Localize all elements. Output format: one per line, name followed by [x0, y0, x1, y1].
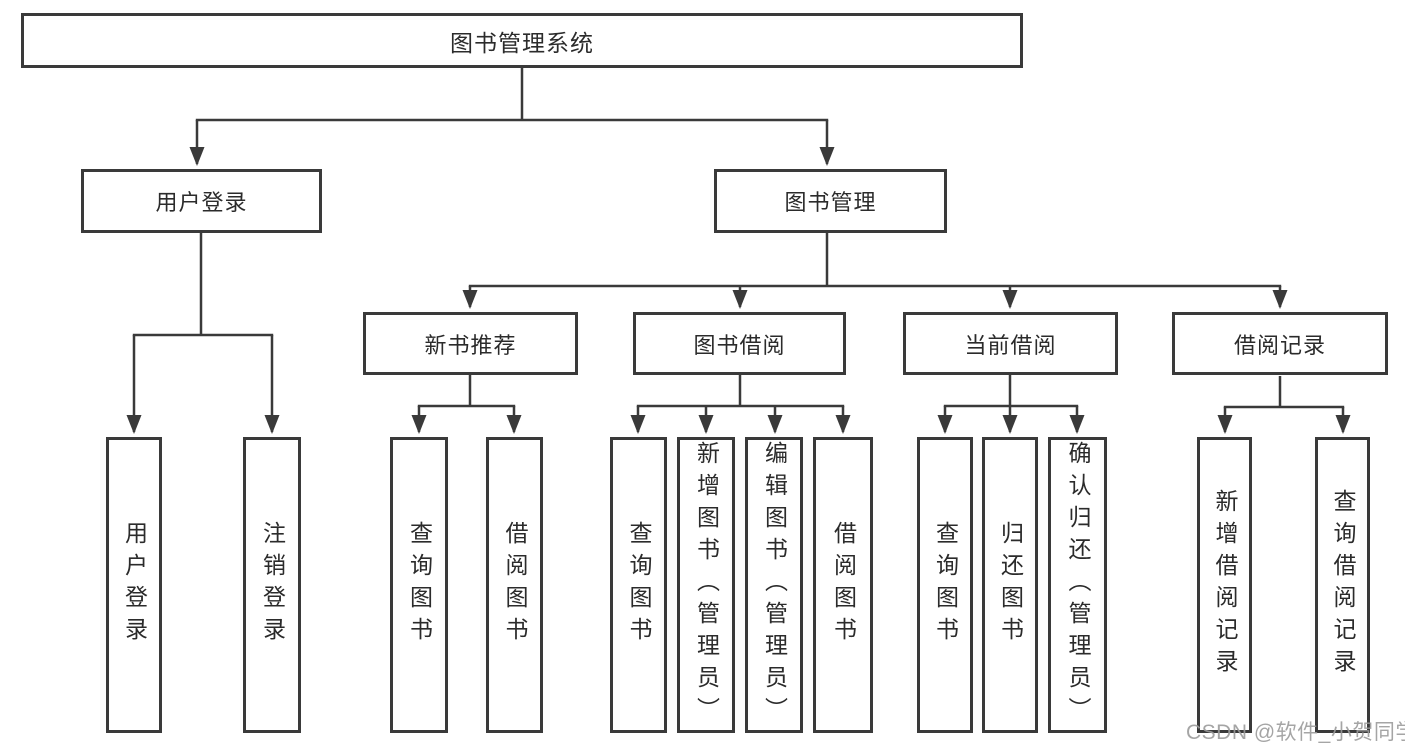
leaf-edit-book-admin: 编辑图书（管理员）	[745, 437, 803, 733]
leaf-edit-book-admin-label: 编辑图书（管理员）	[761, 441, 788, 729]
leaf-add-book-admin-label: 新增图书（管理员）	[693, 441, 720, 729]
leaf-confirm-return-admin-label: 确认归还（管理员）	[1065, 441, 1091, 729]
leaf-logout-label: 注销登录	[259, 521, 286, 649]
leaf-return-books: 归还图书	[982, 437, 1038, 733]
leaf-borrow-books-borrowing-label: 借阅图书	[830, 521, 857, 649]
leaf-query-books-recommend: 查询图书	[390, 437, 448, 733]
leaf-query-borrow-record-label: 查询借阅记录	[1330, 489, 1356, 681]
leaf-user-login: 用户登录	[106, 437, 162, 733]
leaf-query-books-recommend-label: 查询图书	[406, 521, 433, 649]
node-book-management: 图书管理	[714, 169, 947, 233]
node-library-management-system: 图书管理系统	[21, 13, 1023, 68]
leaf-add-borrow-record: 新增借阅记录	[1197, 437, 1252, 733]
leaf-logout: 注销登录	[243, 437, 301, 733]
csdn-watermark: CSDN @软件_小贺同学	[1186, 721, 1405, 744]
leaf-query-borrow-record: 查询借阅记录	[1315, 437, 1370, 733]
node-user-login: 用户登录	[81, 169, 322, 233]
leaf-return-books-label: 归还图书	[997, 521, 1024, 649]
leaf-add-borrow-record-label: 新增借阅记录	[1212, 489, 1238, 681]
leaf-add-book-admin: 新增图书（管理员）	[677, 437, 735, 733]
leaf-confirm-return-admin: 确认归还（管理员）	[1048, 437, 1107, 733]
leaf-query-books-borrowing: 查询图书	[610, 437, 667, 733]
node-new-book-recommendation: 新书推荐	[363, 312, 578, 375]
leaf-borrow-books-recommend: 借阅图书	[486, 437, 543, 733]
leaf-query-books-current-label: 查询图书	[932, 521, 959, 649]
node-current-borrowing: 当前借阅	[903, 312, 1118, 375]
leaf-borrow-books-recommend-label: 借阅图书	[502, 521, 528, 649]
leaf-query-books-borrowing-label: 查询图书	[626, 521, 652, 649]
node-book-borrowing: 图书借阅	[633, 312, 846, 375]
node-borrowing-records: 借阅记录	[1172, 312, 1388, 375]
leaf-user-login-label: 用户登录	[121, 521, 148, 649]
leaf-borrow-books-borrowing: 借阅图书	[813, 437, 873, 733]
leaf-query-books-current: 查询图书	[917, 437, 973, 733]
